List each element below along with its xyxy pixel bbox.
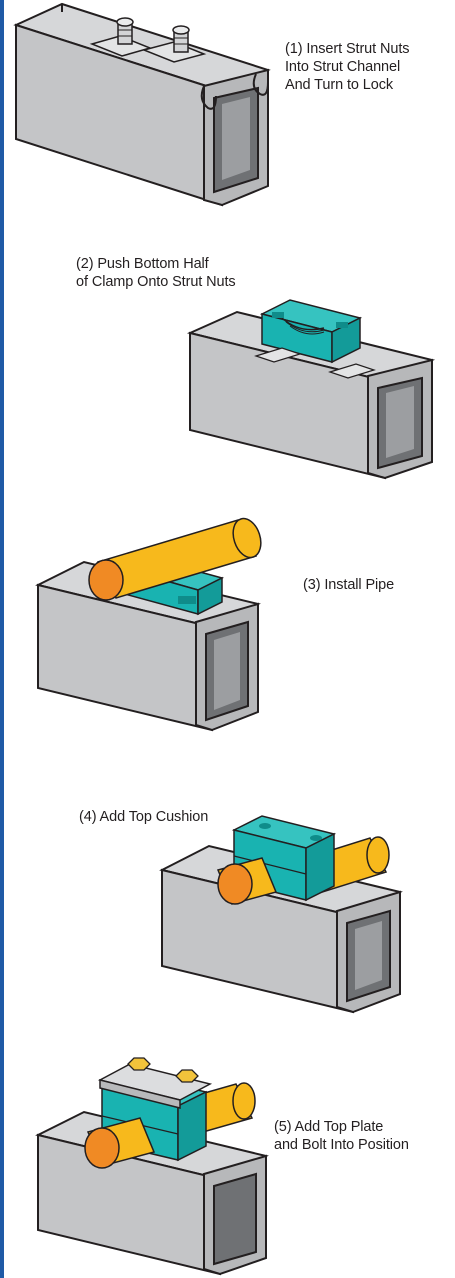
clamp-bottom-half-2 (254, 299, 376, 379)
step-3-caption: (3) Install Pipe (303, 577, 395, 593)
pipe-5-front (84, 1117, 156, 1169)
step-2-caption: (2) Push Bottom Half of Clamp Onto Strut… (76, 256, 236, 290)
top-plate-5 (97, 1063, 213, 1109)
strut-nuts-1 (89, 17, 207, 63)
pipe-4-front (216, 857, 278, 905)
left-accent-rule (0, 0, 4, 1278)
pipe-3 (88, 517, 262, 601)
step-5-caption: (5) Add Top Plate and Bolt Into Position (274, 1119, 409, 1153)
bolts-5 (127, 1057, 199, 1083)
strut-channel-1 (13, 2, 271, 207)
step-4-caption: (4) Add Top Cushion (79, 809, 209, 825)
step-1-caption: (1) Insert Strut Nuts Into Strut Channel… (285, 41, 410, 93)
